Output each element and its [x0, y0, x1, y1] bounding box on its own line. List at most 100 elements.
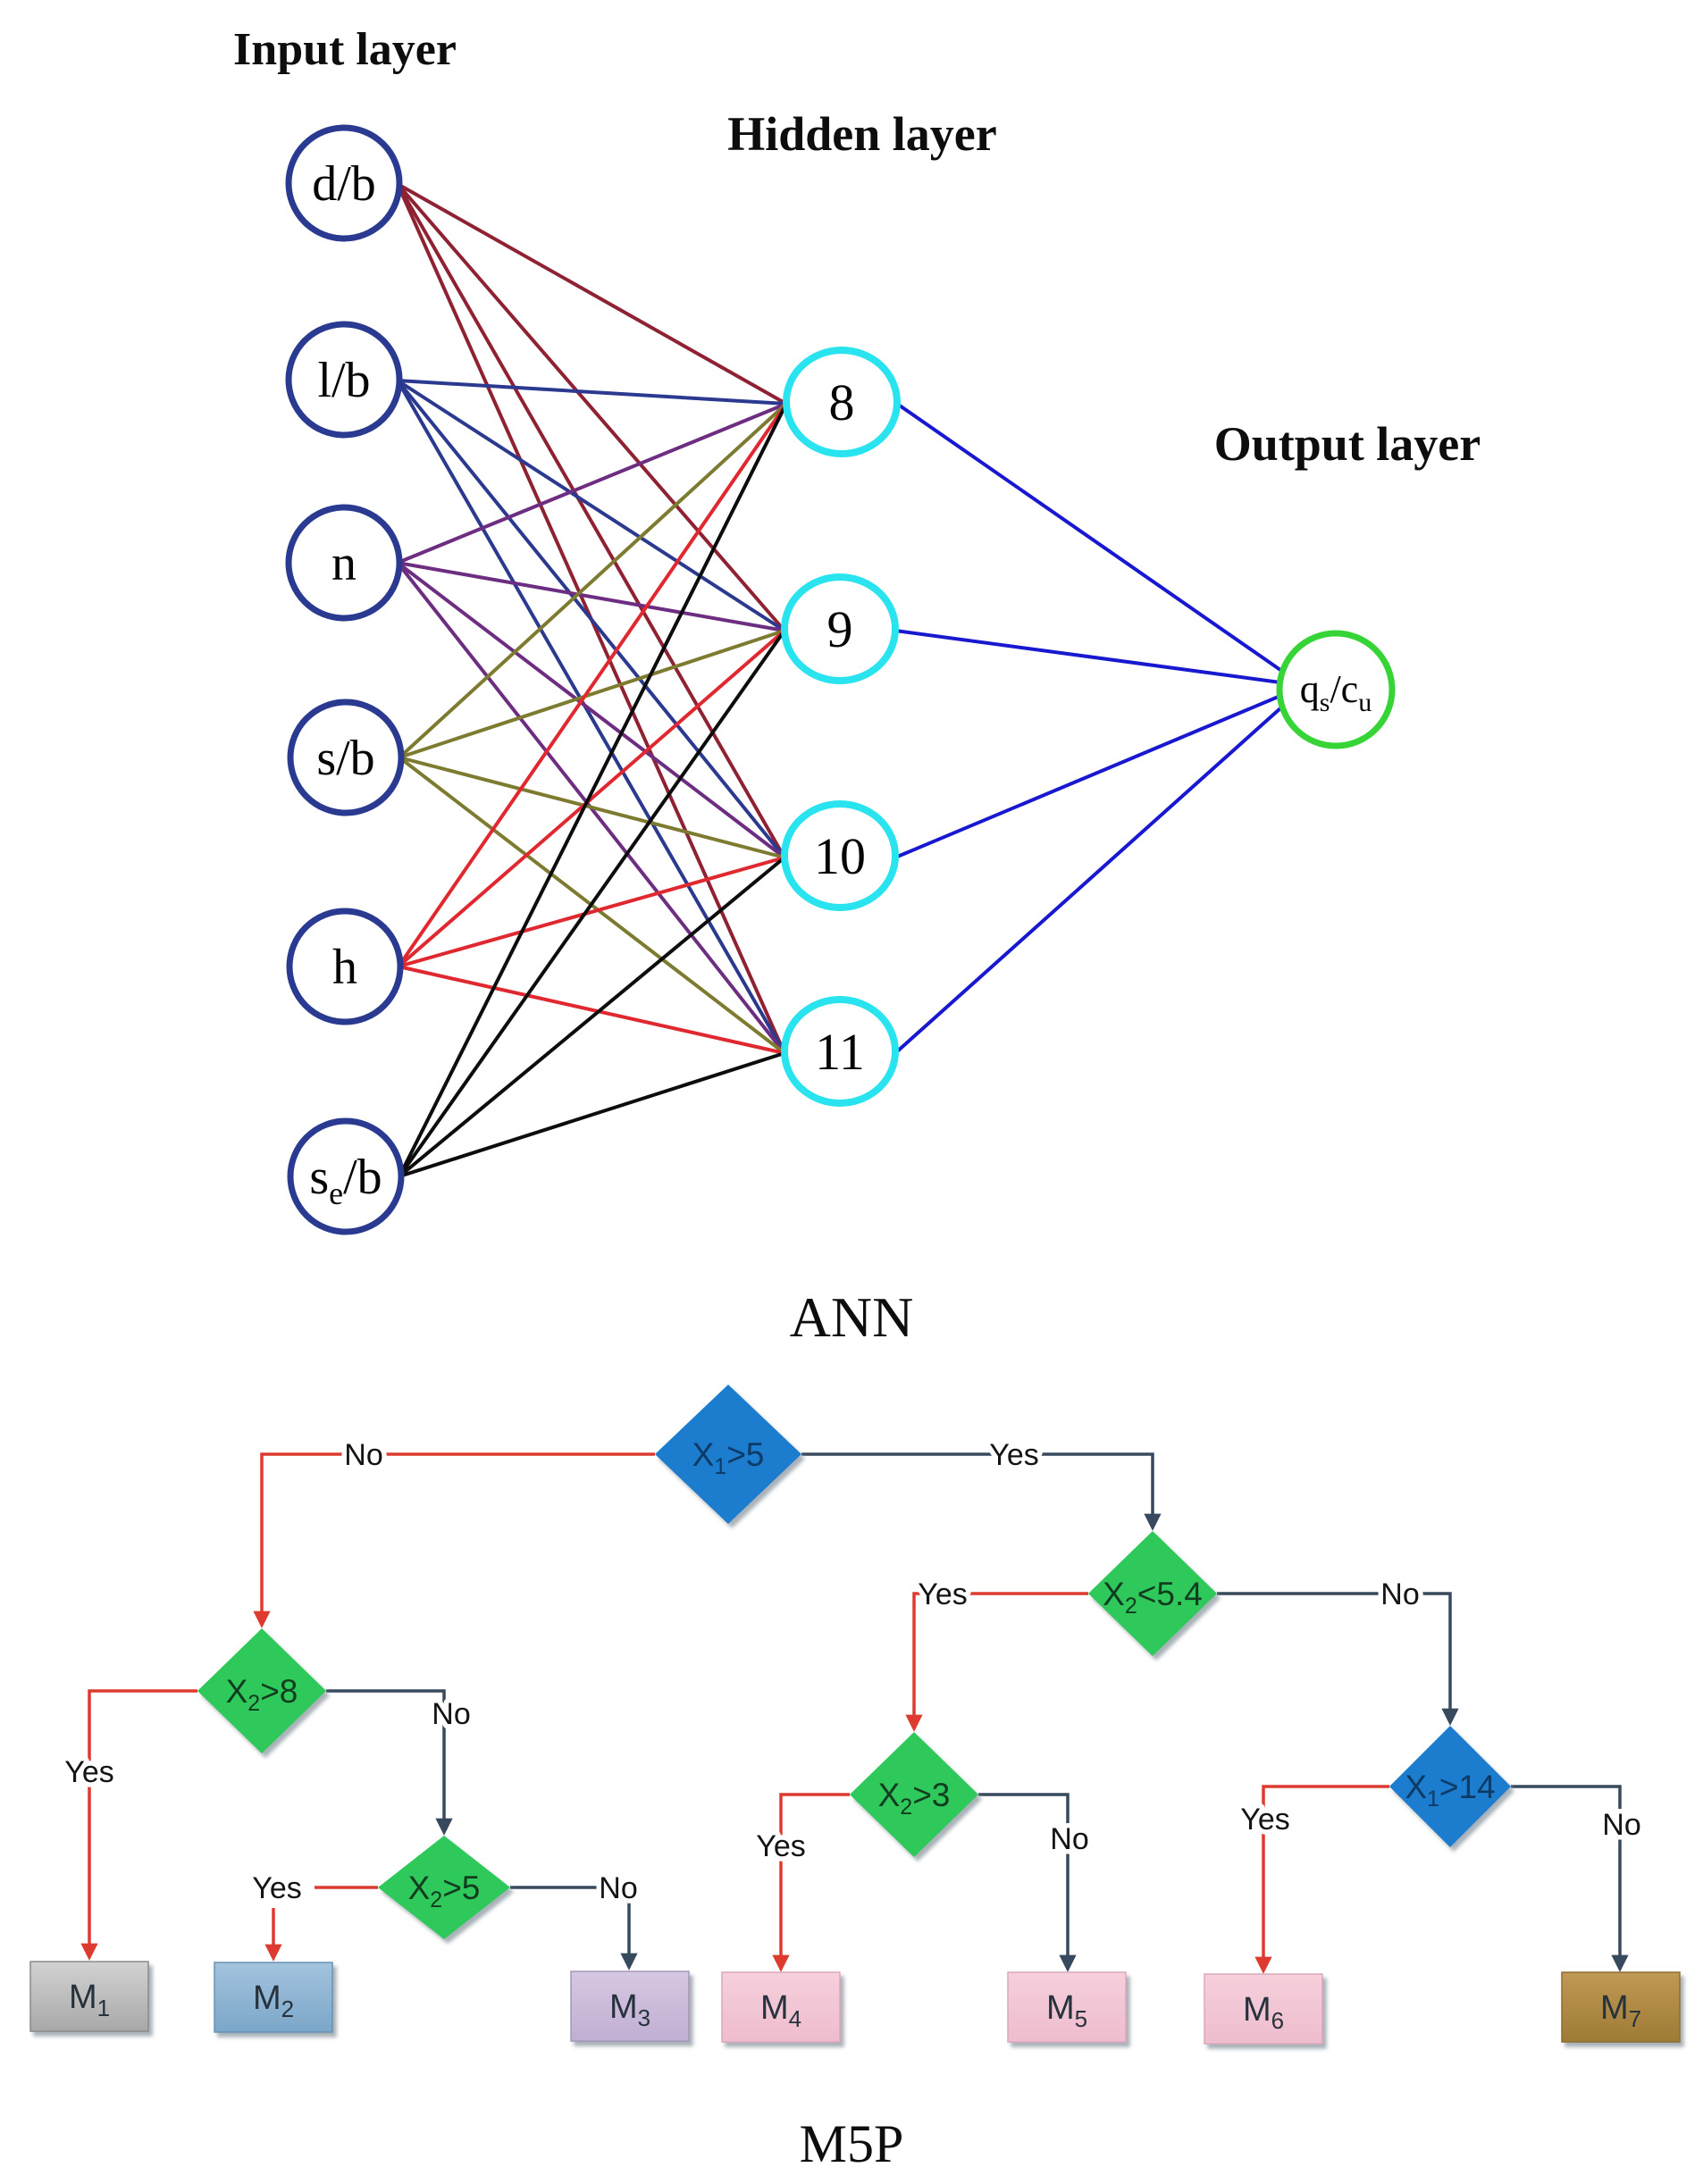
leaf-label-m2: M2 [253, 1979, 294, 2022]
edge-h-h8 [397, 402, 788, 968]
label-x2gt3-no: No [1050, 1822, 1088, 1856]
leaf-label-m7: M7 [1600, 1989, 1641, 2032]
edge-db-h10 [396, 183, 786, 858]
edge-lb-h10 [396, 379, 786, 859]
hidden-label-10: 10 [814, 827, 866, 885]
output-node [1276, 630, 1396, 749]
input-node-n [285, 504, 403, 622]
label-x2lt54-yes: Yes [918, 1577, 967, 1611]
edges-from-lb [396, 379, 787, 1054]
edge-h10-out [894, 694, 1281, 859]
edge-seb-h8 [398, 403, 788, 1177]
edge-h-h10 [398, 856, 785, 968]
label-x2gt3-yes: Yes [756, 1829, 805, 1863]
leaf-label-m1: M1 [69, 1979, 110, 2021]
branch-x2lt54-no [1217, 1592, 1459, 1726]
branch-x2lt54-yes [905, 1592, 1088, 1732]
m5p-leaf-nodes [29, 1961, 1681, 2045]
edge-lb-h8 [397, 379, 787, 406]
branch-x2gt3-no [978, 1793, 1077, 1972]
decision-label-x1gt14: X1>14 [1405, 1769, 1495, 1812]
m5p-decision-labels: X1>5 X2>8 X2<5.4 X2>5 X2>3 X1>14 [226, 1436, 1496, 1912]
branch-x1gt14-yes [1254, 1785, 1389, 1974]
leaf-m2 [214, 1962, 333, 2033]
label-x2gt5-yes: Yes [252, 1871, 301, 1905]
branch-root-no [253, 1452, 655, 1628]
edge-lb-h9 [396, 379, 786, 632]
edge-n-h8 [397, 402, 787, 565]
branch-x2gt5-no [510, 1886, 638, 1971]
input-label-seb: se/b [309, 1150, 382, 1211]
ann-hidden-labels: 8 9 10 11 [814, 373, 866, 1081]
m5p-caption: M5P [800, 2114, 904, 2173]
edge-h9-out [894, 629, 1281, 684]
input-node-seb [287, 1117, 405, 1235]
hidden-label-8: 8 [829, 373, 855, 431]
label-root-yes: Yes [989, 1438, 1038, 1472]
edge-db-h9 [396, 182, 786, 632]
branch-x1gt14-no [1511, 1785, 1629, 1972]
leaf-m6 [1204, 1973, 1323, 2045]
hidden-layer-label: Hidden layer [727, 107, 997, 161]
input-label-lb: l/b [317, 353, 370, 408]
edge-n-h9 [397, 561, 785, 632]
input-label-db: d/b [312, 156, 376, 212]
m5p-branch-labels: No Yes Yes No Yes No Yes No Yes No Yes N… [60, 1434, 1646, 1911]
label-x1gt14-yes: Yes [1240, 1803, 1289, 1837]
edges-from-seb [398, 403, 788, 1178]
m5p-leaf-labels: M1 M2 M3 M4 M5 M6 M7 [69, 1979, 1641, 2034]
label-x2lt54-no: No [1380, 1577, 1419, 1611]
edge-lb-h11 [396, 380, 786, 1054]
label-x2gt5-no: No [599, 1871, 637, 1905]
hidden-node-8 [783, 347, 901, 457]
edge-sb-h9 [398, 629, 785, 759]
edge-n-h10 [396, 561, 786, 859]
leaf-m3 [570, 1971, 690, 2042]
decision-label-x1gt5: X1>5 [692, 1436, 765, 1479]
input-label-h: h [332, 940, 357, 995]
decision-x2gt3 [850, 1732, 978, 1857]
decision-label-x2gt3: X2>3 [878, 1777, 951, 1820]
input-layer-label: Input layer [233, 24, 457, 75]
hidden-node-11 [781, 996, 899, 1107]
input-node-db [285, 124, 403, 242]
edge-sb-h10 [398, 756, 785, 859]
decision-x1gt5 [655, 1385, 801, 1524]
decision-label-x2gt8: X2>8 [226, 1673, 298, 1716]
hidden-label-11: 11 [815, 1023, 865, 1081]
label-x2gt8-no: No [432, 1697, 470, 1731]
edge-db-h8 [397, 182, 787, 406]
decision-label-x2lt54: X2<5.4 [1103, 1576, 1203, 1619]
label-x2gt8-yes: Yes [64, 1755, 113, 1789]
leaf-m7 [1561, 1971, 1681, 2043]
hidden-node-10 [781, 800, 899, 911]
edge-seb-h9 [398, 629, 786, 1178]
branch-x2gt8-no [326, 1689, 453, 1836]
m5p-diagram: X1>5 X2>8 X2<5.4 X2>5 X2>3 X1>14 No Yes … [29, 1385, 1681, 2173]
edge-seb-h11 [398, 1051, 785, 1178]
edges-from-h [397, 402, 788, 1055]
leaf-label-m5: M5 [1046, 1989, 1087, 2032]
decision-x2lt54 [1088, 1531, 1217, 1656]
leaf-m5 [1007, 1971, 1127, 2043]
branch-x2gt8-yes [80, 1689, 197, 1961]
edge-seb-h10 [398, 856, 786, 1178]
edges-hidden-to-output [893, 402, 1282, 1055]
edge-h-h9 [397, 629, 786, 968]
hidden-node-9 [781, 573, 899, 684]
edge-h11-out [893, 707, 1282, 1055]
input-label-n: n [331, 536, 357, 591]
label-x1gt14-no: No [1602, 1808, 1640, 1842]
branch-x2gt3-yes [772, 1793, 850, 1972]
hidden-label-9: 9 [827, 600, 853, 658]
output-layer-label: Output layer [1214, 417, 1481, 471]
m5p-decision-nodes [197, 1385, 1511, 1939]
edge-h8-out [895, 402, 1282, 672]
leaf-m4 [721, 1971, 841, 2043]
m5p-right-branches [326, 1452, 1629, 1972]
branch-root-yes [801, 1452, 1162, 1531]
ann-input-labels: d/b l/b n s/b h se/b [309, 156, 382, 1211]
decision-x2gt5 [378, 1836, 510, 1939]
ann-diagram: Input layer Hidden layer Output layer [233, 24, 1481, 1349]
